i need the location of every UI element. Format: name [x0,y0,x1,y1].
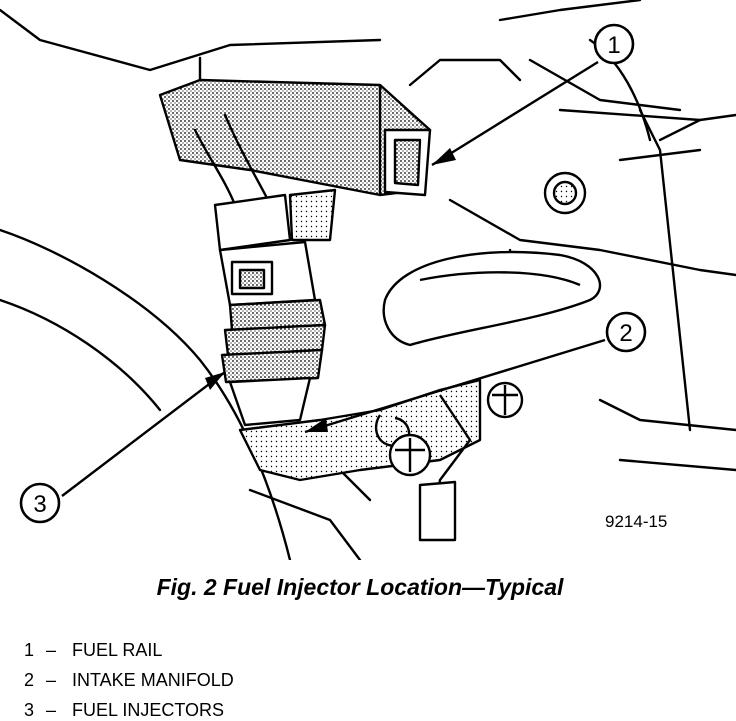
leader-lines [61,60,606,497]
legend-label: FUEL INJECTORS [72,700,225,720]
leader-line-1 [431,60,599,167]
legend-separator: – [46,700,57,720]
legend-item-3: 3–FUEL INJECTORS [14,679,224,721]
legend-item-2: 2–INTAKE MANIFOLD [14,649,234,691]
fuel-injector [213,188,337,427]
fuel-rail [158,78,432,197]
arrowhead-3 [205,372,225,390]
engine-illustration: 1 2 3 9214-15 [0,0,736,560]
callout-3: 3 [19,482,61,524]
arrowhead-2 [305,418,328,432]
callout-2: 2 [605,311,647,353]
figure-caption: Fig. 2 Fuel Injector Location—Typical [156,574,564,600]
callout-1: 1 [593,23,635,65]
legend-number: 3 [24,700,35,720]
legend-separator: – [46,670,57,690]
legend-number: 2 [24,670,35,690]
arrowhead-1 [432,148,456,165]
figure-code: 9214-15 [605,512,667,531]
svg-text:1: 1 [607,32,620,59]
legend-separator: – [46,640,57,660]
legend-label: FUEL RAIL [72,640,163,660]
legend-number: 1 [24,640,35,660]
svg-text:2: 2 [619,320,632,347]
leader-line-3 [61,371,226,497]
svg-text:3: 3 [33,491,46,518]
fuel-hose [193,113,270,207]
legend-label: INTAKE MANIFOLD [72,670,234,690]
engine-block-outline [0,8,382,72]
legend-item-1: 1–FUEL RAIL [14,619,162,661]
leader-line-2 [304,338,606,434]
bolt [388,171,587,477]
